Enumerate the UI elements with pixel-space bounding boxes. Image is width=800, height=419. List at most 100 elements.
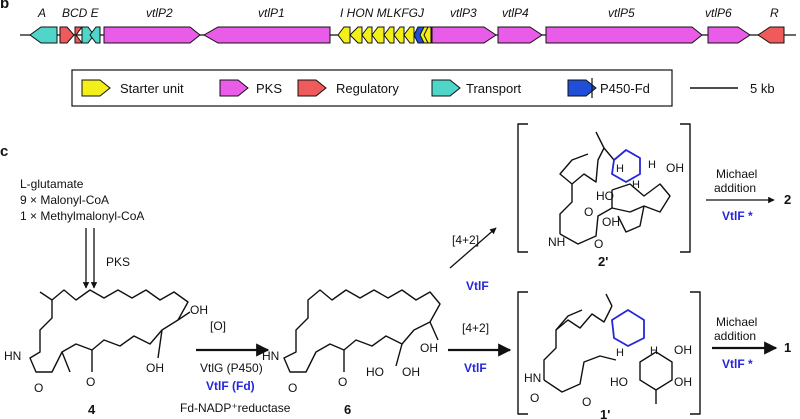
legend-p450-label: P450-Fd	[600, 81, 650, 96]
compound-6-structure	[283, 289, 441, 373]
panel-b-label: b	[0, 0, 9, 12]
gene-h-arrow	[349, 26, 363, 44]
michael-lower-1: Michael	[716, 315, 757, 329]
gene-vtlp5-arrow	[545, 26, 703, 44]
gene-e-arrow	[89, 26, 101, 44]
legend-starter-unit: Starter unit	[81, 79, 184, 97]
gene-m-arrow	[383, 26, 395, 44]
c1p-oh2: OH	[674, 375, 692, 389]
c2p-nh: NH	[548, 235, 565, 249]
c6-o1: O	[288, 381, 297, 395]
legend-p450-swatch	[567, 79, 597, 97]
oxidation-label: [O]	[210, 319, 226, 333]
legend-regulatory: Regulatory	[297, 79, 399, 97]
gene-vtlp6-arrow	[707, 26, 751, 44]
legend-starter-swatch	[81, 79, 111, 97]
c1p-o2: O	[530, 391, 539, 405]
compound-1-label: 1	[784, 340, 791, 355]
precursor-methylmalonyl: 1 × Methylmalonyl-CoA	[20, 209, 144, 223]
precursor-glutamate: L-glutamate	[20, 177, 84, 191]
c1p-ho: HO	[610, 375, 628, 389]
c6-o2: O	[338, 375, 347, 389]
legend-pks: PKS	[219, 79, 282, 97]
c1p-oh1: OH	[674, 343, 692, 357]
gene-label-vtlp6: vtlP6	[705, 6, 732, 20]
c2p-h2: H	[648, 159, 656, 171]
legend-transport-swatch	[431, 79, 461, 97]
gene-d-arrow	[81, 26, 95, 44]
starter-unit-gene-group	[337, 26, 432, 44]
michael-lower-enzyme: VtlF *	[722, 357, 753, 371]
legend-p450-fd: P450-Fd	[567, 78, 650, 98]
gene-label-vtlp5: vtlP5	[608, 6, 635, 20]
compound-2-label: 2	[784, 192, 791, 207]
gene-label-vtlp1: vtlP1	[258, 6, 285, 20]
pks-step-label: PKS	[106, 255, 130, 269]
legend-pks-label: PKS	[256, 81, 282, 96]
gene-l-arrow	[393, 26, 405, 44]
michael-upper-2: addition	[714, 181, 756, 195]
bracket-lower-left	[517, 291, 528, 415]
gene-label-vtlp3: vtlP3	[450, 6, 477, 20]
gene-label-r: R	[770, 6, 779, 20]
c4-o1: O	[34, 381, 43, 395]
legend-regulatory-label: Regulatory	[336, 81, 399, 96]
c6-hn: HN	[262, 349, 279, 363]
gene-vtlp3-arrow	[431, 26, 497, 44]
compound-1p-ring	[611, 309, 645, 347]
legend-starter-label: Starter unit	[120, 81, 184, 96]
vtlf-lower-label: VtlF	[464, 361, 487, 375]
bracket-upper-right	[680, 123, 691, 253]
vtlg-label: VtlG (P450)	[200, 361, 263, 375]
bracket-lower-right	[690, 291, 701, 415]
gene-vtlp2-arrow	[103, 26, 201, 44]
compound-4-structure	[29, 289, 191, 373]
gene-o-arrow	[361, 26, 373, 44]
gene-a-arrow	[29, 26, 58, 44]
c2p-o1: O	[584, 205, 593, 219]
c2p-oh2: OH	[602, 215, 620, 229]
compound-2p-structure	[559, 131, 671, 245]
c6-oh2: OH	[402, 365, 420, 379]
gene-r-arrow	[757, 26, 785, 44]
gene-i-arrow	[337, 26, 351, 44]
reductase-label: Fd-NADP⁺reductase	[180, 401, 291, 415]
michael-upper-enzyme: VtlF *	[722, 209, 753, 223]
c6-oh1: OH	[420, 341, 438, 355]
vtlf-upper-label: VtlF	[466, 279, 489, 293]
c2p-h3: H	[632, 179, 640, 191]
c1p-o1: O	[582, 395, 591, 409]
compound-4-label: 4	[88, 402, 96, 417]
c4-oh1: OH	[190, 303, 208, 317]
gene-vtlp4-arrow	[497, 26, 543, 44]
c4-hn: HN	[4, 349, 21, 363]
compound-2p-label: 2'	[598, 254, 608, 269]
legend-regulatory-swatch	[297, 79, 327, 97]
legend-transport-label: Transport	[466, 81, 522, 96]
bracket-upper-left	[517, 123, 528, 253]
gene-label-bcde: BCD E	[62, 6, 100, 20]
c6-ho: HO	[366, 365, 384, 379]
compound-1p-structure	[543, 293, 673, 404]
gene-label-a: A	[37, 6, 46, 20]
legend-box	[71, 69, 673, 107]
c4-oh2: OH	[146, 361, 164, 375]
gene-k-arrow	[403, 26, 415, 44]
gene-j-arrow	[423, 26, 432, 44]
c2p-oh1: OH	[666, 161, 684, 175]
scale-bar-label: 5 kb	[750, 81, 775, 96]
vtlf-fd-label: VtlF (Fd)	[206, 379, 255, 393]
gene-label-vtlp4: vtlP4	[502, 6, 529, 20]
c1p-h1: H	[616, 347, 624, 359]
gene-c-arrow	[74, 26, 83, 44]
gene-vtlp1-arrow	[202, 26, 331, 44]
panel-c-label: c	[0, 143, 8, 160]
c1p-h2: H	[650, 345, 658, 357]
c2p-ho: HO	[596, 189, 614, 203]
c4-o2: O	[86, 375, 95, 389]
gene-label-cluster: I HON MLKFGJ	[340, 6, 425, 20]
compound-6-label: 6	[344, 402, 351, 417]
c2p-h1: H	[616, 163, 624, 175]
da-upper-label: [4+2]	[452, 233, 479, 247]
